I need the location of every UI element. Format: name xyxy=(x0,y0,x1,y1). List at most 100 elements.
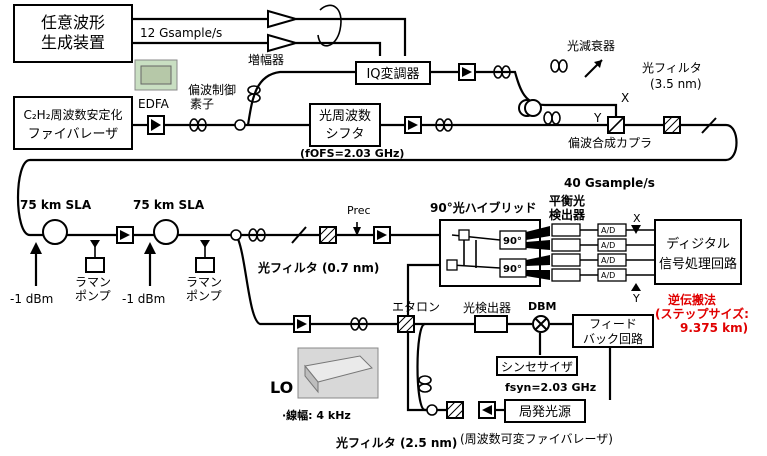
dbm-icon xyxy=(532,315,550,333)
balanced-detector-1 xyxy=(551,223,581,237)
filter-0-7nm-icon xyxy=(319,226,337,244)
raman-pump-2 xyxy=(195,257,215,273)
fiber-lo-branch xyxy=(235,234,440,326)
isolator-sla1 xyxy=(116,226,134,244)
balanced-det-label-1: 平衡光 xyxy=(549,193,585,208)
dsp-y-label: Y xyxy=(632,292,640,305)
dsp-box xyxy=(654,219,742,285)
dsp-label-2: 信号処理回路 xyxy=(659,256,737,272)
ofs-label-1: 光周波数 xyxy=(319,109,371,124)
backprop-label-2: (ステップサイズ: xyxy=(655,306,749,321)
iq-modulator-box xyxy=(355,61,431,85)
edfa-icon xyxy=(147,115,165,135)
pump2-label-2: ポンプ xyxy=(186,289,222,303)
lo-laser-photo-icon xyxy=(297,347,379,399)
fiber-spool-1 xyxy=(42,219,68,245)
filter-label: 光フィルタ xyxy=(642,61,702,75)
pol-ctrl-label-2: 素子 xyxy=(190,97,214,111)
laser-label-1: C₂H₂周波数安定化 xyxy=(23,107,122,122)
feedback-label-2: バック回路 xyxy=(583,331,643,346)
attenuator-3-icon xyxy=(291,226,307,244)
isolator-prec xyxy=(373,226,391,244)
ad-label-4: A/D xyxy=(601,271,615,280)
rf-wire-to-iq-top xyxy=(296,17,407,56)
iq-modulator-label: IQ変調器 xyxy=(366,66,419,82)
lo-laser-label: 局発光源 xyxy=(519,405,571,420)
isolator-iq xyxy=(458,63,476,81)
equipment-photo-icon xyxy=(134,59,178,91)
dsp-label-1: ディジタル xyxy=(666,236,730,252)
coupler-2 xyxy=(230,229,242,241)
ad-label-1: A/D xyxy=(601,226,615,235)
pump1-label-2: ポンプ xyxy=(75,289,111,303)
fiber-spool-2 xyxy=(153,219,179,245)
awg-label-2: 生成装置 xyxy=(41,33,105,52)
backprop-label-3: 9.375 km) xyxy=(680,321,748,335)
ofs-box xyxy=(309,103,381,147)
ad-label-3: A/D xyxy=(601,256,615,265)
filter-3-5nm-icon xyxy=(663,116,681,134)
rf-wire-to-iq-left xyxy=(296,41,382,56)
attenuator-icon xyxy=(584,59,603,78)
ad-converter-1 xyxy=(597,223,627,237)
fiber-lo-to-hybrid xyxy=(406,263,452,412)
pol-ctrl-label-1: 偏波制御 xyxy=(188,82,236,97)
raman-pump-1 xyxy=(85,257,105,273)
amplifier-label: 増幅器 xyxy=(248,52,284,67)
dsp-x-label: X xyxy=(633,212,641,225)
isolator-ofs xyxy=(404,116,422,134)
ad-converter-2 xyxy=(597,238,627,252)
coupler-3 xyxy=(426,404,438,416)
filter25-label: 光フィルタ (2.5 nm) xyxy=(335,435,457,450)
filter07-label: 光フィルタ (0.7 nm) xyxy=(257,260,379,275)
balanced-detector-2 xyxy=(551,238,581,252)
pbc-label: 偏波合成カプラ xyxy=(568,135,652,150)
synth-label: シンセサイザ xyxy=(501,360,573,374)
rate-12g-label: 12 Gsample/s xyxy=(140,26,222,40)
filter-2-5nm-icon xyxy=(446,401,464,419)
pump1-power-label: -1 dBm xyxy=(10,292,53,306)
rate-40g-label: 40 Gsample/s xyxy=(564,176,655,190)
coupler-1 xyxy=(234,119,246,131)
ad-converter-3 xyxy=(597,253,627,267)
amplifier-1 xyxy=(267,9,300,29)
fiber-upper-branch xyxy=(475,70,618,118)
feedback-box xyxy=(572,314,654,348)
dbm-label: DBM xyxy=(528,300,556,313)
attenuator-2-icon xyxy=(701,117,717,134)
pd-label: 光検出器 xyxy=(463,301,511,315)
deg90-label-2: 90° xyxy=(503,264,522,275)
hybrid-pbs-2 xyxy=(446,259,458,271)
etalon-label: エタロン xyxy=(392,300,440,314)
balanced-det-label-2: 検出器 xyxy=(549,207,586,222)
sla1-label: 75 km SLA xyxy=(20,198,92,212)
ad-converter-4 xyxy=(597,268,627,282)
f-syn-label: fsyn=2.03 GHz xyxy=(505,381,596,394)
feedback-label-1: フィード xyxy=(589,317,637,331)
hybrid-pbs-1 xyxy=(458,229,470,241)
pol-controller-icon xyxy=(189,59,568,393)
laser-box xyxy=(13,96,133,150)
lo-laser-box xyxy=(504,399,586,423)
ad-label-2: A/D xyxy=(601,241,615,250)
balanced-detector-4 xyxy=(551,268,581,282)
fiber-lo-loop xyxy=(416,322,447,412)
pump1-label-1: ラマン xyxy=(75,275,111,289)
delay-spool-2 xyxy=(524,99,542,117)
deg90-label-1: 90° xyxy=(503,236,522,247)
y-arrow-icon xyxy=(631,283,641,291)
lo-label: LO xyxy=(270,378,293,397)
sla2-label: 75 km SLA xyxy=(133,198,205,212)
ofs-label-2: シフタ xyxy=(325,127,364,142)
etalon-icon xyxy=(397,315,415,333)
y-label: Y xyxy=(593,111,602,125)
isolator-lo-branch xyxy=(293,315,311,333)
rf-cable-loop xyxy=(317,4,342,47)
attenuator-label: 光減衰器 xyxy=(567,38,615,53)
x-arrow-icon xyxy=(631,225,641,234)
tunable-laser-label: (周波数可変ファイバレーザ) xyxy=(460,431,613,446)
edfa-label: EDFA xyxy=(138,97,170,111)
isolator-lo xyxy=(478,401,496,419)
amplifier-2 xyxy=(267,33,300,53)
